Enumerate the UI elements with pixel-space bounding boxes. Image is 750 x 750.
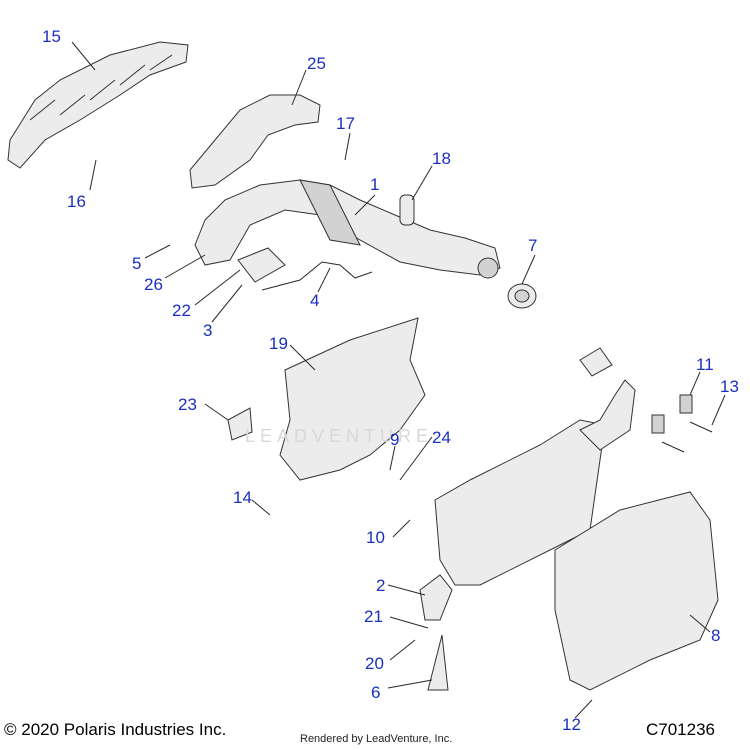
callout-15: 15: [42, 27, 61, 46]
callout-13: 13: [720, 377, 739, 396]
callout-9: 9: [390, 430, 400, 449]
callout-22: 22: [172, 301, 191, 320]
callout-5: 5: [132, 254, 142, 273]
callout-18: 18: [432, 149, 451, 168]
callout-2: 2: [376, 576, 386, 595]
callout-1: 1: [370, 175, 380, 194]
clamp-23: [227, 407, 253, 441]
callout-7: 7: [528, 236, 538, 255]
gasket-22: [237, 247, 286, 283]
copyright-text: © 2020 Polaris Industries Inc.: [4, 720, 227, 739]
heat-shield-15: [7, 41, 189, 169]
callout-23: 23: [178, 395, 197, 414]
callout-14: 14: [233, 488, 252, 507]
muffler-2: [419, 347, 636, 621]
leader-lines: [71, 41, 726, 719]
callout-10: 10: [366, 528, 385, 547]
callout-12: 12: [562, 715, 581, 734]
callout-6: 6: [371, 683, 381, 702]
bracket-18: [399, 194, 415, 226]
callout-21: 21: [364, 607, 383, 626]
heat-shield-25: [189, 94, 321, 189]
callout-20: 20: [365, 654, 384, 673]
callout-24: 24: [432, 428, 451, 447]
watermark: LEADVENTURE: [245, 426, 434, 446]
callout-11: 11: [696, 355, 714, 374]
spark-arrestor-6: [427, 634, 449, 691]
callout-19: 19: [269, 334, 288, 353]
heat-shield-19: [279, 317, 426, 481]
callout-26: 26: [144, 275, 163, 294]
diagram-code: C701236: [646, 720, 716, 739]
callout-25: 25: [307, 54, 326, 73]
springs-11: [651, 394, 693, 434]
callout-8: 8: [711, 626, 721, 645]
callout-17: 17: [336, 114, 355, 133]
bolts-13: [661, 421, 713, 453]
callout-3: 3: [203, 321, 213, 340]
grommet-7: [507, 283, 537, 309]
exhaust-manifold-1: [194, 179, 501, 279]
o2-sensor-wire-4: [261, 261, 373, 291]
callout-4: 4: [310, 291, 320, 310]
heat-shield-8: [554, 491, 719, 691]
rendered-by-text: Rendered by LeadVenture, Inc.: [300, 733, 453, 745]
callout-16: 16: [67, 192, 86, 211]
